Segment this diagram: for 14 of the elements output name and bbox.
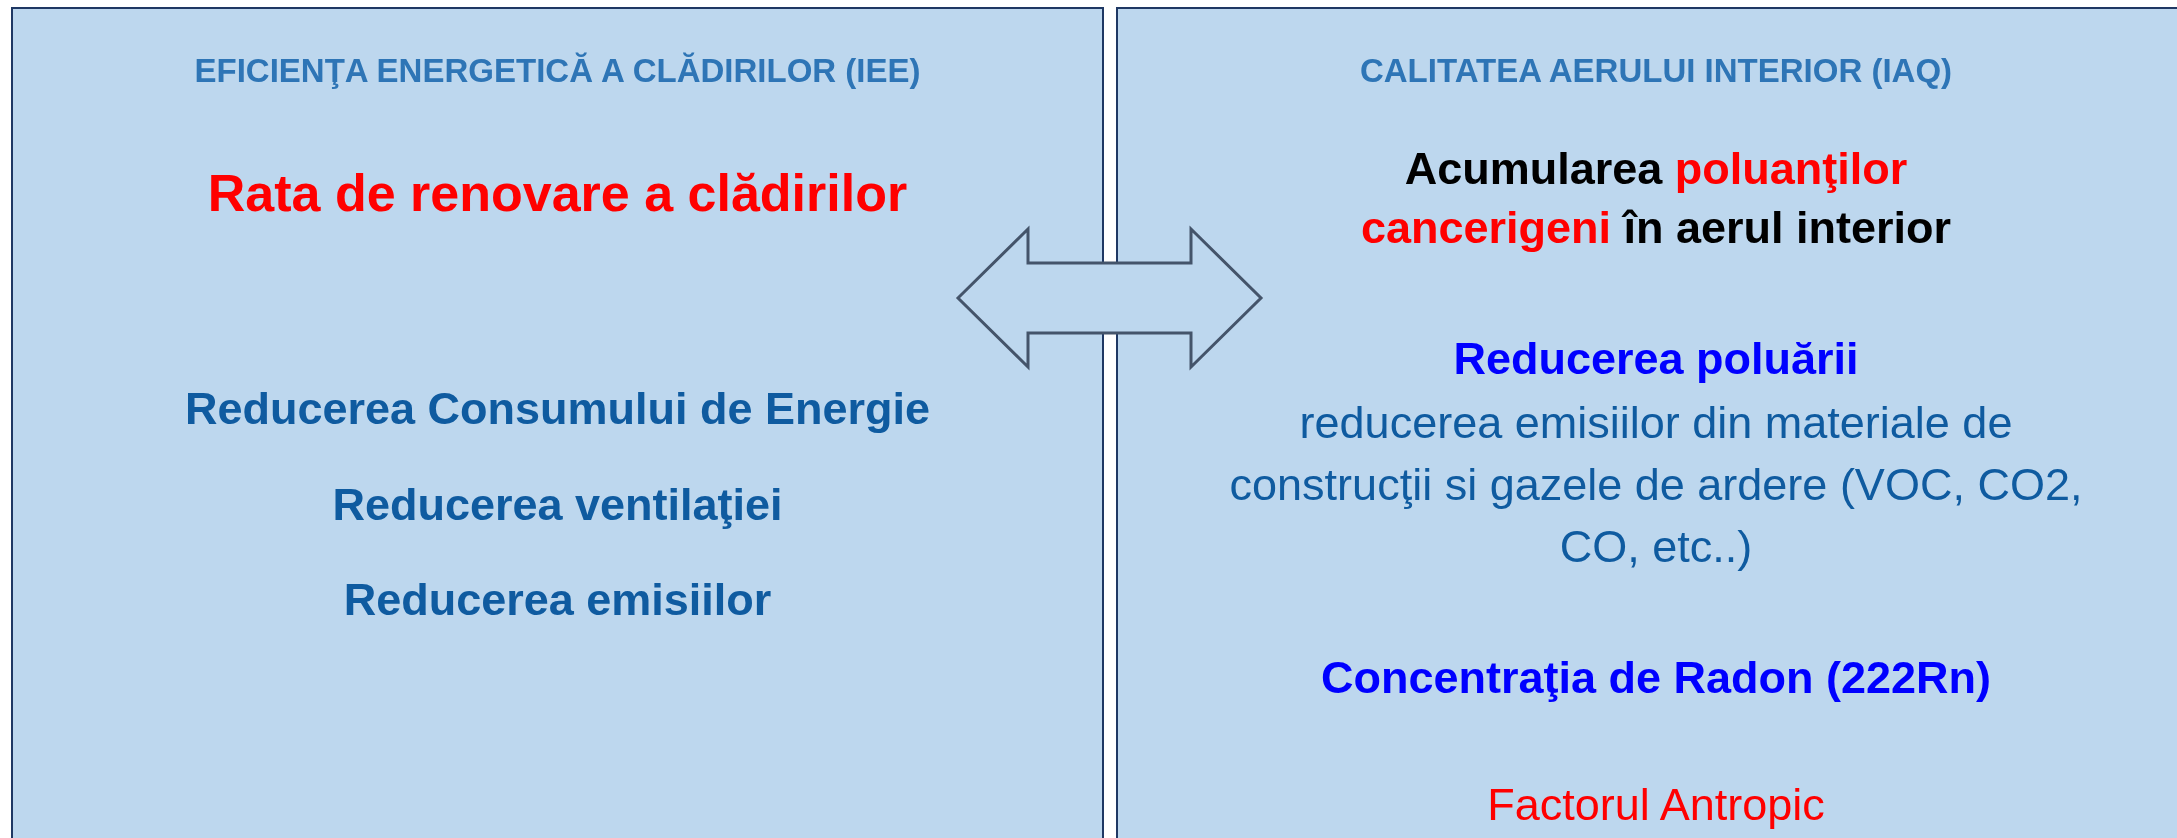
item-heading: Reducerea poluării bbox=[1452, 331, 1860, 386]
highlight-text: Acumularea poluanţilor cancerigeni în aerul interior bbox=[1359, 141, 1953, 254]
item-text: Factorul Antropic bbox=[1486, 777, 1826, 832]
item-text: Reducerea emisiilor bbox=[342, 572, 773, 627]
panel-heading: EFICIENŢA ENERGETICĂ A CLĂDIRILOR (IEE) bbox=[193, 50, 922, 91]
panel bbox=[1116, 7, 2177, 838]
item-text: reducerea emisiilor din materiale de construcţii si gazele de ardere (VOC, CO2, CO, etc..) bbox=[1228, 395, 2084, 575]
panel bbox=[11, 7, 1104, 838]
item-text: Reducerea Consumului de Energie bbox=[183, 381, 932, 436]
item-text: Reducerea ventilaţiei bbox=[331, 477, 784, 532]
highlight-text: Rata de renovare a clădirilor bbox=[206, 163, 909, 225]
double-arrow bbox=[955, 225, 1264, 371]
panel-heading: CALITATEA AERULUI INTERIOR (IAQ) bbox=[1358, 50, 1954, 91]
item-heading: Concentraţia de Radon (222Rn) bbox=[1319, 650, 1993, 705]
